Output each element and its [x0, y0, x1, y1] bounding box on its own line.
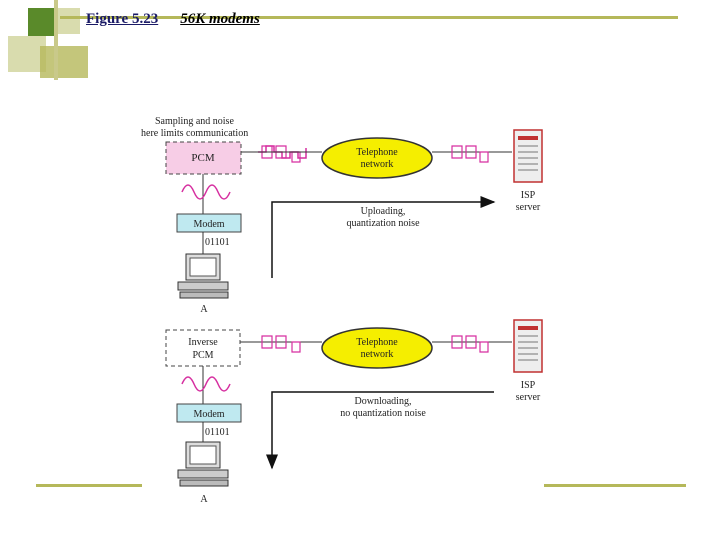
- title-rule: [60, 16, 678, 19]
- upload-note-line1: Sampling and noise: [155, 116, 234, 127]
- upload-computer-icon: [177, 253, 229, 299]
- download-bits: 01101: [205, 427, 230, 438]
- bottom-rule-left: [36, 484, 142, 487]
- upload-direction-arrow: [271, 196, 496, 278]
- upload-isp-server-icon: [513, 129, 543, 183]
- upload-bits: 01101: [205, 237, 230, 248]
- download-caption-line1: Downloading,: [355, 396, 412, 407]
- download-network-ellipse: [321, 327, 433, 369]
- bottom-rule-right: [544, 484, 686, 487]
- corner-block-dark: [28, 8, 54, 36]
- upload-caption-line2: quantization noise: [346, 218, 420, 229]
- download-digital-signal-left: [261, 335, 301, 353]
- upload-isp-line1: ISP: [521, 190, 536, 201]
- corner-block-light: [8, 36, 46, 72]
- upload-pcm-label: PCM: [191, 152, 214, 164]
- corner-block-mid: [40, 46, 88, 78]
- upload-pcm-box: [165, 141, 242, 175]
- download-pcm-line1: Inverse: [188, 337, 218, 348]
- upload-caption-line1: Uploading,: [361, 206, 406, 217]
- download-isp-line2: server: [516, 392, 541, 403]
- download-direction-arrow: [266, 391, 494, 470]
- upload-analog-signal: [181, 184, 231, 200]
- upload-modem-box: [176, 213, 242, 233]
- download-section: Inverse PCM Telephone network ISP server…: [165, 319, 543, 505]
- upload-digital-signal-right: [451, 145, 489, 163]
- figure-number: Figure 5.23: [86, 11, 159, 27]
- slide-title: Figure 5.23 56K modems: [86, 11, 260, 28]
- vertical-rule: [54, 0, 58, 80]
- download-isp-line1: ISP: [521, 380, 536, 391]
- download-network-line1: Telephone: [356, 337, 398, 348]
- figure-name: 56K modems: [180, 11, 260, 27]
- download-modem-box: [176, 403, 242, 423]
- download-modem-label: Modem: [193, 409, 224, 420]
- download-analog-signal: [181, 376, 231, 392]
- download-digital-signal-right: [451, 335, 489, 353]
- upload-computer-label: A: [200, 304, 208, 315]
- upload-network-line1: Telephone: [356, 147, 398, 158]
- download-isp-server-icon: [513, 319, 543, 373]
- download-pcm-line2: PCM: [192, 350, 213, 361]
- corner-block-light-2: [58, 8, 80, 34]
- download-network-line2: network: [361, 349, 394, 360]
- upload-digital-signal-left-2: [261, 145, 301, 163]
- upload-section: Sampling and noise here limits communica…: [141, 116, 543, 315]
- download-computer-label: A: [200, 494, 208, 505]
- upload-network-line2: network: [361, 159, 394, 170]
- upload-modem-label: Modem: [193, 219, 224, 230]
- download-computer-icon: [177, 441, 229, 487]
- upload-isp-line2: server: [516, 202, 541, 213]
- upload-note-line2: here limits communication: [141, 128, 248, 139]
- download-caption-line2: no quantization noise: [340, 408, 426, 419]
- upload-network-ellipse: [321, 137, 433, 179]
